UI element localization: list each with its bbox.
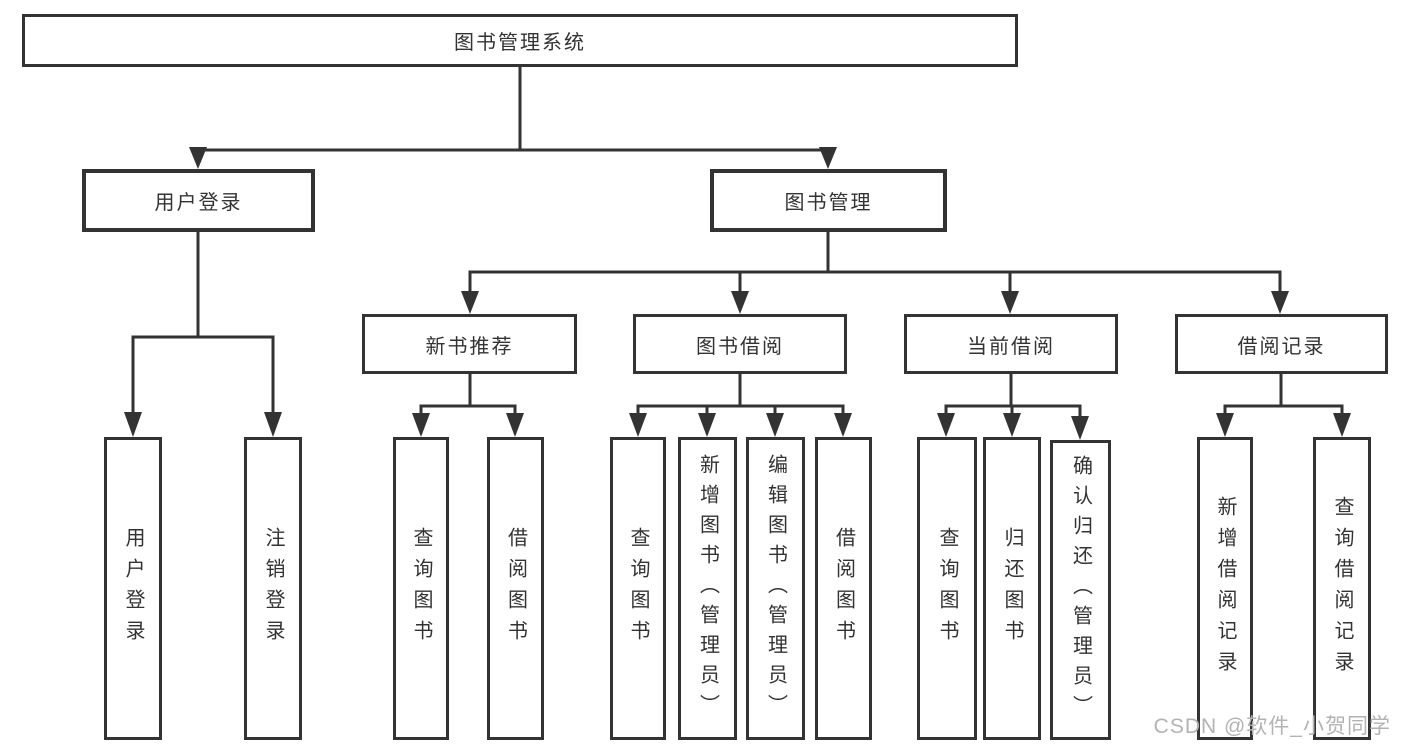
node-label: 借阅图书	[832, 526, 855, 651]
node-label: 查询图书	[627, 526, 649, 651]
node-label: 图书管理	[784, 192, 873, 214]
node-user-login: 用户登录	[82, 169, 315, 232]
node-leaf-edit-books-admin: 编辑图书（管理员）	[746, 437, 805, 740]
node-label: 新增图书（管理员）	[696, 453, 719, 724]
node-leaf-borrow-books-2: 借阅图书	[815, 437, 872, 740]
node-new-book-recommend: 新书推荐	[362, 314, 577, 374]
node-label: 用户登录	[154, 192, 243, 214]
node-current-borrowing: 当前借阅	[904, 314, 1118, 374]
node-library-system: 图书管理系统	[22, 14, 1018, 67]
node-leaf-query-books-2: 查询图书	[610, 437, 666, 740]
node-label: 查询图书	[936, 526, 958, 651]
node-label: 图书借阅	[696, 335, 784, 358]
node-leaf-user-login: 用户登录	[104, 437, 162, 740]
node-label: 新书推荐	[425, 335, 514, 358]
node-label: 当前借阅	[967, 335, 1055, 358]
node-leaf-query-borrow-record: 查询借阅记录	[1313, 437, 1371, 740]
node-label: 归还图书	[1001, 526, 1023, 651]
node-label: 用户登录	[122, 526, 144, 651]
node-leaf-logout: 注销登录	[244, 437, 302, 740]
node-leaf-add-borrow-record: 新增借阅记录	[1197, 437, 1253, 740]
node-book-management: 图书管理	[710, 169, 947, 232]
node-label: 编辑图书（管理员）	[764, 453, 787, 724]
node-book-borrowing: 图书借阅	[633, 314, 847, 374]
node-label: 确认归还（管理员）	[1069, 455, 1092, 725]
node-leaf-borrow-books-1: 借阅图书	[487, 437, 544, 740]
node-label: 注销登录	[262, 526, 284, 651]
node-label: 新增借阅记录	[1214, 495, 1236, 682]
node-leaf-query-books-1: 查询图书	[393, 437, 449, 740]
node-label: 借阅记录	[1237, 335, 1326, 358]
node-label: 借阅图书	[504, 526, 527, 651]
node-leaf-add-books-admin: 新增图书（管理员）	[678, 437, 737, 740]
node-label: 图书管理系统	[454, 32, 586, 54]
node-leaf-return-books: 归还图书	[983, 437, 1041, 740]
node-label: 查询图书	[410, 526, 432, 651]
node-borrowing-records: 借阅记录	[1175, 314, 1388, 374]
node-label: 查询借阅记录	[1331, 495, 1353, 682]
node-leaf-query-books-3: 查询图书	[917, 437, 977, 740]
csdn-watermark: CSDN @软件_小贺同学	[1153, 715, 1391, 738]
node-leaf-confirm-return-admin: 确认归还（管理员）	[1050, 440, 1111, 740]
